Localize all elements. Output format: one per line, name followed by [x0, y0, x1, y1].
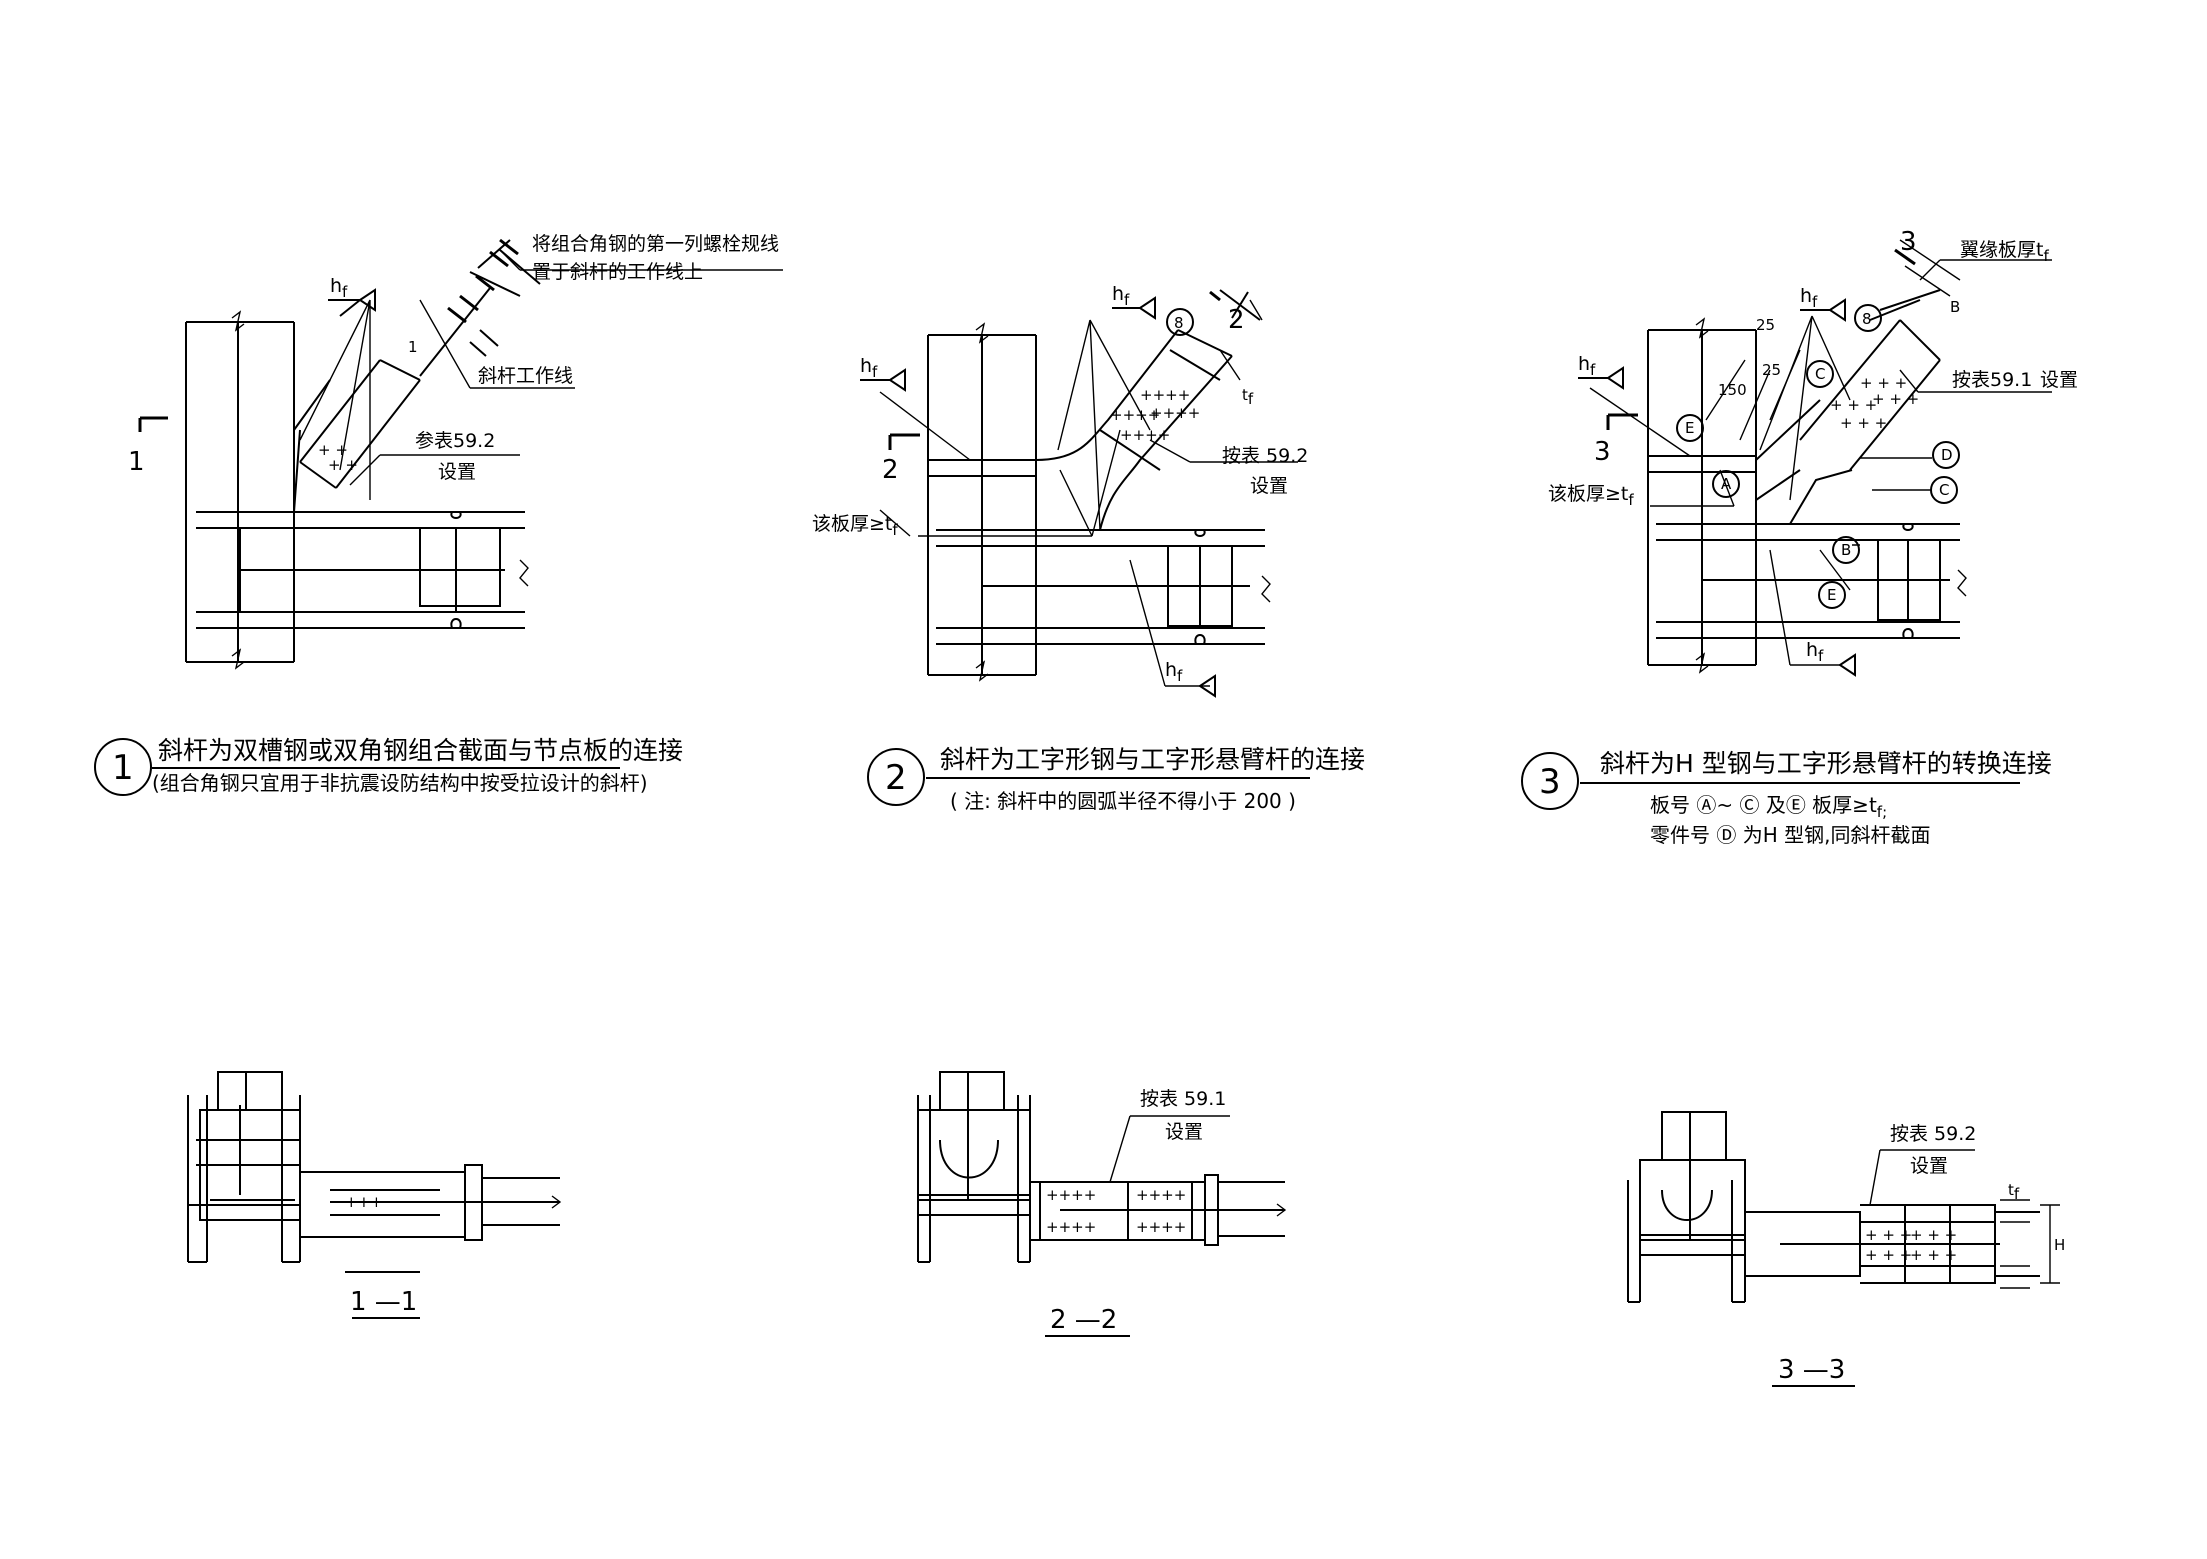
- section-2-ref-line1: 按表 59.1: [1140, 1088, 1226, 1110]
- detail-2-number-circle: [867, 748, 925, 806]
- section-2-drawing: ++++ ++++ ++++ ++++: [917, 1071, 1287, 1263]
- detail-3-dim-150: 150: [1718, 381, 1747, 399]
- detail-3-part-E-bottom: E: [1827, 586, 1836, 604]
- detail-1-section-mark: 1: [128, 447, 145, 477]
- section-3-ref-line1: 按表 59.2: [1890, 1123, 1976, 1145]
- svg-text:+++: +++: [345, 1193, 383, 1211]
- detail-3-dim-B: B: [1950, 298, 1960, 316]
- detail-2-section-mark-b: 2: [1228, 305, 1245, 335]
- svg-text:++++: ++++: [1136, 1186, 1186, 1204]
- svg-text:+ + +: + + +: [1865, 1246, 1912, 1264]
- detail-3-number: 3: [1539, 762, 1561, 802]
- svg-text:+ + +: + + +: [1872, 390, 1919, 408]
- detail-3-weld-label-c: hf: [1806, 639, 1824, 665]
- detail-2-ref-line1: 按表 59.2: [1222, 445, 1308, 467]
- svg-text:+ +: + +: [328, 456, 358, 474]
- detail-2-weld-label: hf: [1112, 283, 1130, 309]
- detail-3-subtitle-line1: 板号 Ⓐ~ Ⓒ 及Ⓔ 板厚≥tf;: [1650, 793, 1887, 821]
- detail-2-plate-note: 该板厚≥tf: [812, 513, 898, 539]
- detail-3-part-B: B: [1841, 541, 1851, 559]
- detail-2-drawing: ++++ ++++ ++++ ++++: [860, 289, 1298, 698]
- detail-2-circle-8: 8: [1174, 314, 1184, 332]
- detail-3-ref-line1: 按表59.1: [1952, 369, 2032, 391]
- detail-3-weld-label: hf: [1578, 353, 1596, 379]
- svg-text:+ + +: + + +: [1910, 1246, 1957, 1264]
- section-3-drawing: + + + + + + + + + + + +: [1627, 1111, 2060, 1303]
- section-1-label: 1 —1: [350, 1287, 417, 1317]
- section-3-dim-tf: tf: [2008, 1181, 2020, 1203]
- svg-text:++++: ++++: [1046, 1186, 1096, 1204]
- svg-text:++++: ++++: [1120, 426, 1170, 444]
- section-3-label: 3 —3: [1778, 1355, 1845, 1385]
- detail-3-dim-25b: 25: [1762, 361, 1781, 379]
- svg-text:+ + +: + + +: [1840, 414, 1887, 432]
- detail-1-number-circle: [94, 738, 152, 796]
- detail-3-title: 斜杆为H 型钢与工字形悬臂杆的转换连接: [1600, 749, 2052, 778]
- svg-text:++++: ++++: [1110, 406, 1160, 424]
- detail-3-section-mark-b: 3: [1900, 227, 1917, 257]
- svg-text:++++: ++++: [1150, 404, 1200, 422]
- detail-1-tag: 1: [408, 338, 418, 356]
- svg-text:++++: ++++: [1136, 1218, 1186, 1236]
- detail-1-subtitle: (组合角钢只宜用于非抗震设防结构中按受拉设计的斜杆): [152, 771, 648, 795]
- detail-3-number-circle: [1521, 752, 1579, 810]
- detail-3-part-C-right: C: [1939, 481, 1949, 499]
- detail-1-number: 1: [112, 748, 134, 788]
- detail-1-ref-line1: 参表59.2: [415, 430, 495, 452]
- svg-text:+ + +: + + +: [1860, 374, 1907, 392]
- section-3-ref-line2: 设置: [1910, 1155, 1948, 1177]
- detail-3-plate-note: 该板厚≥tf: [1548, 483, 1634, 509]
- svg-text:+ +: + +: [318, 441, 348, 459]
- detail-1-note-line1: 将组合角钢的第一列螺栓规线: [532, 233, 779, 255]
- detail-1-drawing: + + + +: [138, 238, 783, 670]
- section-3-dim-H: H: [2054, 1236, 2065, 1254]
- detail-3-flange-note: 翼缘板厚tf: [1960, 239, 2049, 265]
- detail-3-circle-8: 8: [1862, 310, 1872, 328]
- detail-2-subtitle: ( 注: 斜杆中的圆弧半径不得小于 200 ): [950, 789, 1296, 813]
- detail-3-weld-label-b: hf: [1800, 285, 1818, 311]
- svg-text:+ + +: + + +: [1910, 1226, 1957, 1244]
- detail-3-dim-25a: 25: [1756, 316, 1775, 334]
- detail-1-ref-line2: 设置: [438, 461, 476, 483]
- section-2-label: 2 —2: [1050, 1305, 1117, 1335]
- detail-1-note-line2: 置于斜杆的工作线上: [532, 261, 703, 283]
- detail-2-ref-line2: 设置: [1250, 475, 1288, 497]
- detail-3-part-E-top: E: [1685, 419, 1694, 437]
- svg-text:+ + +: + + +: [1865, 1226, 1912, 1244]
- detail-3-part-A: A: [1721, 475, 1732, 493]
- detail-1-weld-label: hf: [330, 275, 348, 301]
- svg-text:+ + +: + + +: [1830, 396, 1877, 414]
- detail-3-drawing: + + + + + + + + + + + +: [1578, 239, 2052, 677]
- detail-3-subtitle-line2: 零件号 Ⓓ 为H 型钢,同斜杆截面: [1650, 823, 1930, 847]
- detail-2-number: 2: [885, 758, 907, 798]
- detail-2-weld-label-b: hf: [860, 355, 878, 381]
- svg-text:++++: ++++: [1046, 1218, 1096, 1236]
- svg-text:++++: ++++: [1140, 386, 1190, 404]
- detail-3-ref-line2: 设置: [2040, 369, 2078, 391]
- detail-2-tf-label: tf: [1242, 386, 1254, 408]
- detail-2-section-mark: 2: [882, 455, 899, 485]
- detail-1-title: 斜杆为双槽钢或双角钢组合截面与节点板的连接: [158, 736, 683, 765]
- detail-3-part-D: D: [1941, 446, 1953, 464]
- detail-2-title: 斜杆为工字形钢与工字形悬臂杆的连接: [940, 745, 1365, 774]
- section-2-ref-line2: 设置: [1165, 1121, 1203, 1143]
- section-1-drawing: +++: [187, 1071, 562, 1273]
- detail-2-weld-label-c: hf: [1165, 659, 1183, 685]
- detail-3-section-mark: 3: [1594, 437, 1611, 467]
- detail-1-work-line-label: 斜杆工作线: [478, 365, 573, 387]
- detail-3-part-C-top: C: [1815, 365, 1825, 383]
